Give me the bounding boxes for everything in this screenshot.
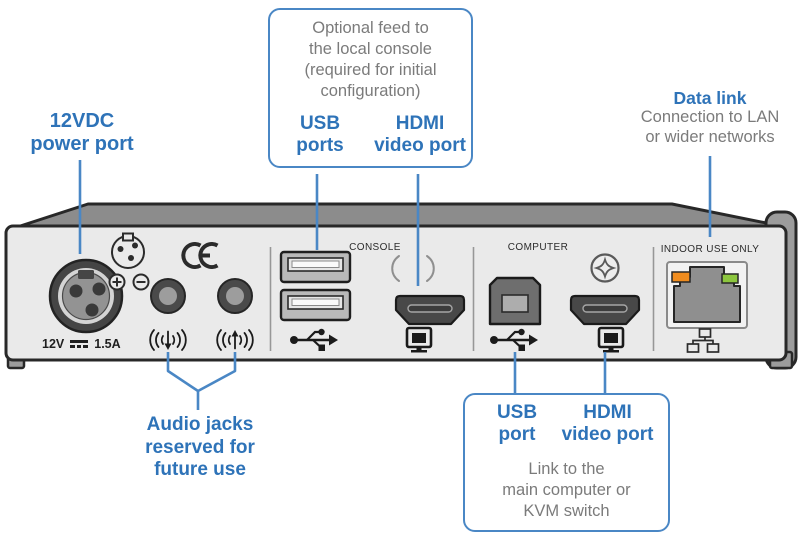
- usb-b-port: [488, 276, 542, 326]
- audio-out-icon: [149, 329, 187, 351]
- callout-line-audio: [166, 352, 237, 410]
- usb-a-port-1: [279, 250, 352, 284]
- voltage-label: 12V: [42, 337, 65, 351]
- computer-hdmi-port-label: HDMI video port: [550, 402, 665, 446]
- console-section-label: CONSOLE: [349, 242, 401, 253]
- usb-icon-console: [290, 328, 338, 351]
- usb-a-port-2: [279, 288, 352, 322]
- label-line: USB: [496, 402, 538, 423]
- ce-mark-icon: [181, 242, 219, 269]
- computer-link-callout-box: USB port HDMI video port Link to the mai…: [463, 393, 670, 532]
- power-din-connector: [48, 258, 124, 334]
- computer-section-label: COMPUTER: [507, 242, 569, 253]
- console-hdmi-port-label: HDMI video port: [365, 113, 475, 157]
- console-usb-ports-label: USB ports: [270, 113, 370, 157]
- plus-polarity-icon: [108, 273, 126, 291]
- note-line: or wider networks: [645, 127, 775, 146]
- audio-jack-right: [217, 278, 253, 314]
- minus-polarity-icon: [132, 273, 150, 291]
- hdmi-port-console: [394, 294, 466, 326]
- screw-head-icon: [590, 253, 620, 283]
- note-line: the local console: [309, 40, 432, 58]
- callout-text-line: Audio jacks: [146, 414, 254, 435]
- power-port-callout: 12VDC power port: [8, 110, 156, 156]
- callout-text-line: reserved for: [145, 436, 255, 458]
- indoor-use-label: INDOOR USE ONLY: [660, 244, 760, 255]
- rj45-led-orange: [671, 271, 691, 283]
- data-link-title: Data link: [673, 88, 747, 108]
- monitor-icon-computer: [597, 326, 625, 353]
- note-line: main computer or: [502, 481, 631, 499]
- data-link-callout: Data link Connection to LAN or wider net…: [608, 88, 800, 147]
- computer-usb-port-label: USB port: [467, 402, 567, 446]
- callout-text-line: 12VDC: [49, 110, 115, 132]
- label-line: HDMI: [395, 113, 445, 134]
- note-line: Optional feed to: [312, 19, 429, 37]
- note-line: configuration): [320, 82, 421, 100]
- usb-icon-computer: [490, 328, 538, 351]
- local-console-note: Optional feed to the local console (requ…: [270, 18, 471, 102]
- label-line: ports: [296, 135, 344, 156]
- callout-text-line: future use: [154, 459, 246, 480]
- label-line: video port: [374, 135, 466, 156]
- monitor-icon-console: [405, 326, 433, 353]
- ethernet-icon: [686, 328, 720, 353]
- hdmi-port-computer: [569, 294, 641, 326]
- label-line: HDMI: [583, 402, 632, 423]
- note-line: Connection to LAN: [640, 108, 780, 126]
- note-line: Link to the: [528, 460, 605, 478]
- note-line: (required for initial: [304, 61, 437, 79]
- local-console-callout-box: Optional feed to the local console (requ…: [268, 8, 473, 168]
- label-line: video port: [561, 424, 654, 445]
- power-rating-label: 12V 1.5A: [42, 337, 121, 351]
- rj45-led-green: [721, 273, 739, 284]
- current-label: 1.5A: [94, 337, 121, 351]
- polarity-diagram-icon: [108, 232, 150, 291]
- callout-text-line: power port: [30, 133, 134, 155]
- audio-jacks-callout: Audio jacks reserved for future use: [118, 414, 282, 482]
- computer-link-note: Link to the main computer or KVM switch: [465, 459, 668, 522]
- hdmi-screw-hole-marks: [391, 255, 435, 282]
- label-line: USB: [299, 113, 341, 134]
- rj45-port: [666, 261, 748, 329]
- note-line: KVM switch: [523, 502, 610, 520]
- dc-symbol-icon: [70, 340, 89, 348]
- audio-in-icon: [216, 329, 254, 351]
- audio-jack-left: [150, 278, 186, 314]
- label-line: port: [498, 424, 536, 445]
